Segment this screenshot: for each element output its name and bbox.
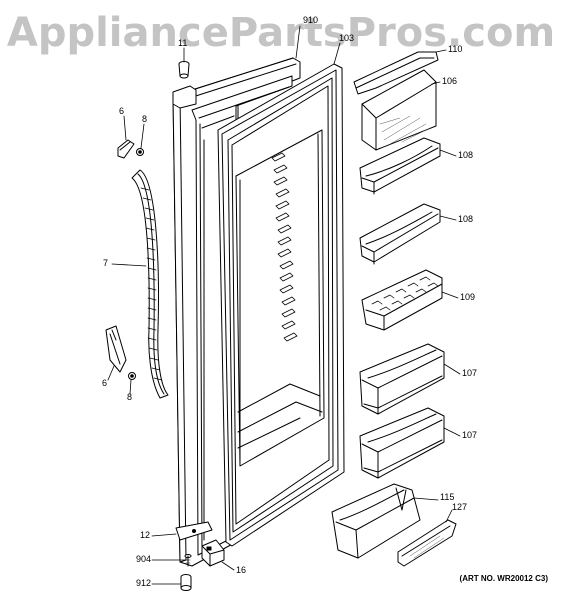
door-bin-115 — [331, 483, 421, 559]
part-label-110: 110 — [448, 44, 463, 54]
art-number: (ART NO. WR20012 C3) — [459, 574, 548, 583]
handle-screw-top — [136, 148, 144, 156]
watermark-logo: AppliancePartsPros.com — [6, 10, 556, 56]
inner-liner — [235, 129, 325, 467]
part-label-912: 912 — [136, 578, 152, 588]
door-bin-107-lower — [359, 407, 445, 479]
door-gasket — [217, 63, 345, 547]
shelf-rail-bumps — [271, 152, 298, 342]
bin-front-127 — [397, 519, 457, 567]
leader-lines — [107, 25, 461, 585]
part-label-127: 127 — [452, 502, 468, 512]
handle-end-cap-bottom — [105, 325, 127, 373]
part-label-108-lower: 108 — [458, 214, 474, 224]
part-label-6-top: 6 — [119, 106, 125, 116]
part-label-106: 106 — [442, 76, 458, 86]
door-handle — [131, 169, 169, 399]
door-bin-108-upper — [359, 137, 441, 195]
handle-end-cap-top — [117, 139, 135, 159]
door-bin-107-upper — [359, 343, 445, 415]
part-label-8-top: 8 — [142, 114, 148, 124]
dairy-cover-106 — [361, 69, 437, 151]
part-label-12: 12 — [140, 530, 151, 540]
handle-screw-bottom — [128, 372, 136, 380]
part-label-115: 115 — [440, 492, 455, 502]
part-label-109: 109 — [460, 292, 476, 302]
hinge-bushing-912 — [180, 574, 192, 591]
hinge-screw-904 — [184, 554, 192, 567]
part-label-11: 11 — [178, 38, 188, 48]
part-label-107-upper: 107 — [462, 368, 478, 378]
part-label-107-lower: 107 — [462, 430, 478, 440]
door-bin-108-lower — [359, 203, 441, 265]
part-label-16: 16 — [236, 565, 247, 575]
part-label-6-bottom: 6 — [102, 378, 108, 388]
door-stop-16 — [201, 539, 225, 567]
part-label-103: 103 — [339, 33, 355, 43]
part-label-904: 904 — [136, 554, 152, 564]
egg-tray-109 — [361, 269, 443, 331]
part-label-910: 910 — [303, 15, 319, 25]
hinge-pin-top — [178, 61, 190, 79]
part-label-108-upper: 108 — [458, 150, 474, 160]
part-label-8-bottom: 8 — [127, 392, 133, 402]
part-label-7: 7 — [103, 258, 109, 268]
hinge-bracket-12 — [175, 521, 213, 541]
door-cap-110 — [353, 51, 439, 95]
